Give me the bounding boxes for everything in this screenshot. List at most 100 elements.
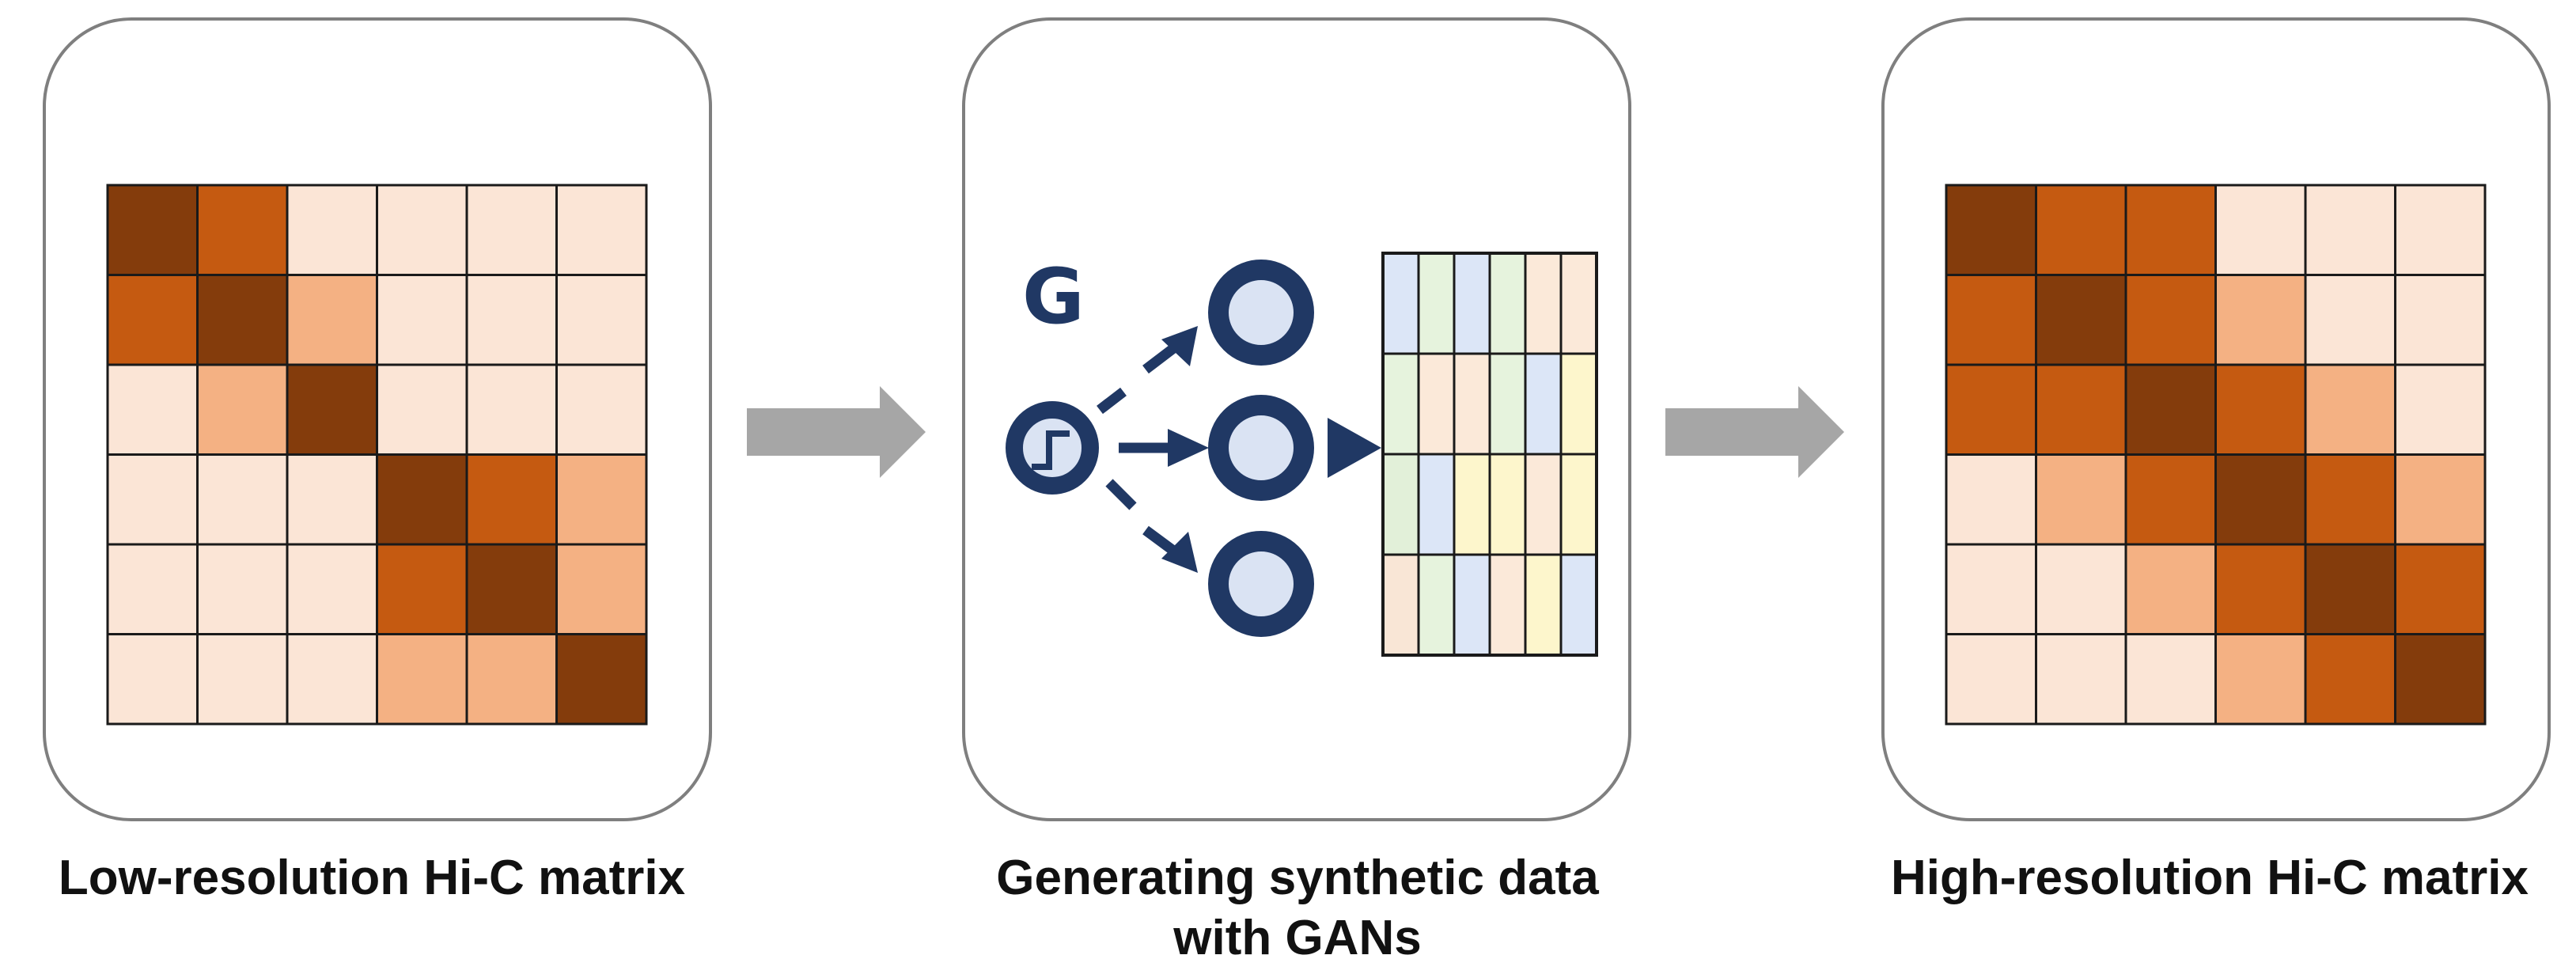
- matrix-cell: [2035, 453, 2127, 546]
- arrow-right-2: [1665, 386, 1844, 478]
- table-cell: [1453, 553, 1491, 657]
- matrix-cell: [106, 633, 199, 726]
- matrix-cell: [196, 543, 289, 635]
- matrix-cell: [1945, 633, 2037, 726]
- table-cell: [1381, 252, 1420, 355]
- matrix-cell: [196, 453, 289, 546]
- matrix-cell: [2304, 543, 2396, 635]
- matrix-cell: [2035, 363, 2127, 456]
- matrix-cell: [2124, 184, 2217, 276]
- generator-network-icon: G: [1006, 252, 1381, 637]
- table-cell: [1524, 453, 1563, 556]
- matrix-cell: [286, 453, 378, 546]
- table-cell: [1488, 453, 1527, 556]
- table-cell: [1453, 252, 1491, 355]
- table-cell: [1559, 252, 1598, 355]
- matrix-cell: [196, 184, 289, 276]
- matrix-cell: [555, 633, 648, 726]
- matrix-cell: [376, 633, 468, 726]
- table-cell: [1417, 252, 1456, 355]
- matrix-cell: [2304, 274, 2396, 366]
- matrix-cell: [286, 184, 378, 276]
- matrix-cell: [2214, 274, 2307, 366]
- matrix-cell: [555, 274, 648, 366]
- matrix-cell: [2394, 453, 2487, 546]
- matrix-cell: [376, 453, 468, 546]
- table-cell: [1524, 553, 1563, 657]
- matrix-cell: [2124, 543, 2217, 635]
- matrix-cell: [2214, 184, 2307, 276]
- matrix-cell: [2124, 633, 2217, 726]
- matrix-cell: [376, 274, 468, 366]
- table-cell: [1559, 453, 1598, 556]
- matrix-cell: [2394, 363, 2487, 456]
- matrix-cell: [106, 543, 199, 635]
- matrix-cell: [465, 274, 558, 366]
- matrix-cell: [106, 363, 199, 456]
- matrix-cell: [196, 363, 289, 456]
- matrix-cell: [106, 274, 199, 366]
- matrix-cell: [106, 184, 199, 276]
- matrix-cell: [196, 274, 289, 366]
- output-node-top: [1208, 260, 1314, 366]
- matrix-cell: [2304, 363, 2396, 456]
- matrix-cell: [286, 363, 378, 456]
- matrix-cell: [555, 184, 648, 276]
- matrix-cell: [106, 453, 199, 546]
- high-res-heatmap: [1945, 184, 2487, 726]
- output-node-middle: [1208, 395, 1314, 501]
- matrix-cell: [555, 363, 648, 456]
- matrix-cell: [2124, 453, 2217, 546]
- matrix-cell: [1945, 453, 2037, 546]
- matrix-cell: [286, 274, 378, 366]
- matrix-cell: [286, 543, 378, 635]
- arrow-right-1: [747, 386, 926, 478]
- output-node-bottom: [1208, 531, 1314, 637]
- matrix-cell: [2035, 184, 2127, 276]
- matrix-cell: [2214, 633, 2307, 726]
- low-res-caption: Low-resolution Hi-C matrix: [58, 851, 686, 905]
- matrix-cell: [2035, 274, 2127, 366]
- matrix-cell: [1945, 274, 2037, 366]
- generator-label: G: [1022, 252, 1085, 341]
- table-border: [1381, 252, 1598, 657]
- synthetic-data-table: [1381, 252, 1598, 657]
- table-cell: [1381, 453, 1420, 556]
- table-cell: [1453, 453, 1491, 556]
- table-cell: [1417, 453, 1456, 556]
- table-cell: [1488, 252, 1527, 355]
- table-cell: [1488, 553, 1527, 657]
- matrix-cell: [2304, 184, 2396, 276]
- matrix-cell: [2394, 633, 2487, 726]
- matrix-cell: [376, 363, 468, 456]
- low-res-heatmap: [106, 184, 648, 726]
- matrix-cell: [465, 363, 558, 456]
- matrix-cell: [2394, 543, 2487, 635]
- matrix-cell: [465, 633, 558, 726]
- matrix-cell: [2304, 633, 2396, 726]
- matrix-cell: [376, 184, 468, 276]
- matrix-cell: [2394, 274, 2487, 366]
- matrix-cell: [1945, 543, 2037, 635]
- matrix-cell: [555, 453, 648, 546]
- matrix-cell: [465, 184, 558, 276]
- table-cell: [1381, 352, 1420, 456]
- table-cell: [1417, 352, 1456, 456]
- step-function-icon: [1032, 430, 1070, 470]
- matrix-cell: [286, 633, 378, 726]
- matrix-cell: [2124, 274, 2217, 366]
- matrix-cell: [376, 543, 468, 635]
- matrix-cell: [2214, 543, 2307, 635]
- matrix-cell: [2394, 184, 2487, 276]
- matrix-cell: [2214, 453, 2307, 546]
- matrix-cell: [555, 543, 648, 635]
- matrix-cell: [2304, 453, 2396, 546]
- table-cell: [1453, 352, 1491, 456]
- gan-caption-line2: with GANs: [1173, 911, 1422, 965]
- high-res-caption: High-resolution Hi-C matrix: [1890, 851, 2529, 905]
- table-cell: [1381, 553, 1420, 657]
- table-cell: [1488, 352, 1527, 456]
- table-cell: [1559, 352, 1598, 456]
- arrow-to-table: [1328, 418, 1381, 478]
